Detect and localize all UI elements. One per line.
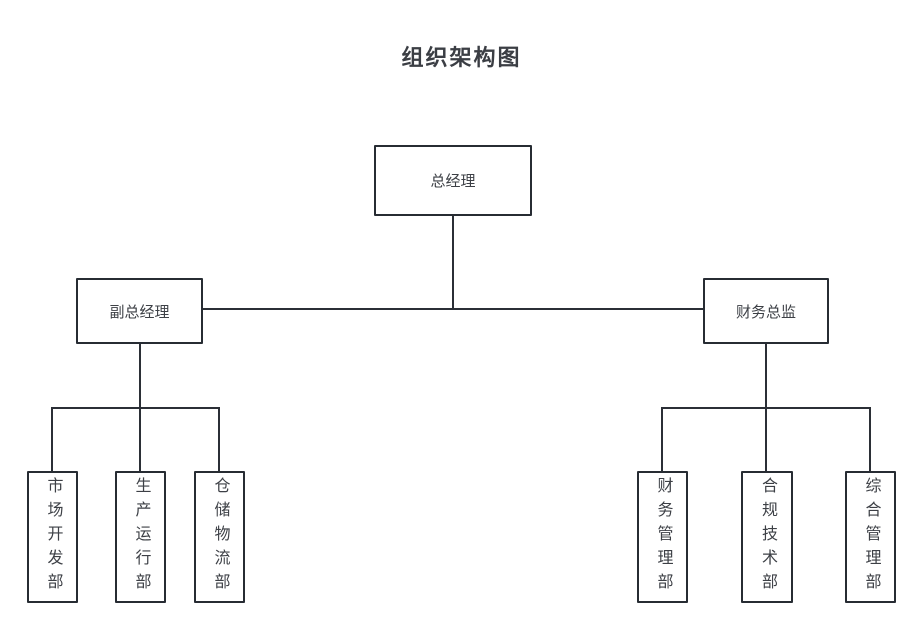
node-warehouse-logistics-dept: 仓储物流部 — [194, 471, 245, 603]
node-general-manager: 总经理 — [374, 145, 532, 216]
node-compliance-technology-dept: 合规技术部 — [741, 471, 793, 603]
connector-left-group-horizontal — [51, 407, 220, 409]
connector-drop-warehouse — [218, 407, 220, 471]
connector-drop-production — [139, 407, 141, 471]
connector-drop-market — [51, 407, 53, 471]
connector-drop-general-mgmt — [869, 407, 871, 471]
connector-finance-vertical — [765, 344, 767, 409]
connector-drop-compliance — [765, 407, 767, 471]
node-deputy-general-manager: 副总经理 — [76, 278, 203, 344]
diagram-title: 组织架构图 — [401, 45, 522, 70]
connector-root-vertical — [452, 216, 454, 310]
node-market-development-dept: 市场开发部 — [27, 471, 78, 603]
connector-drop-finance-mgmt — [661, 407, 663, 471]
connector-level2-horizontal — [202, 308, 704, 310]
node-finance-management-dept: 财务管理部 — [637, 471, 688, 603]
node-finance-director: 财务总监 — [703, 278, 829, 344]
connector-deputy-vertical — [139, 344, 141, 409]
node-general-management-dept: 综合管理部 — [845, 471, 896, 603]
node-production-operation-dept: 生产运行部 — [115, 471, 166, 603]
